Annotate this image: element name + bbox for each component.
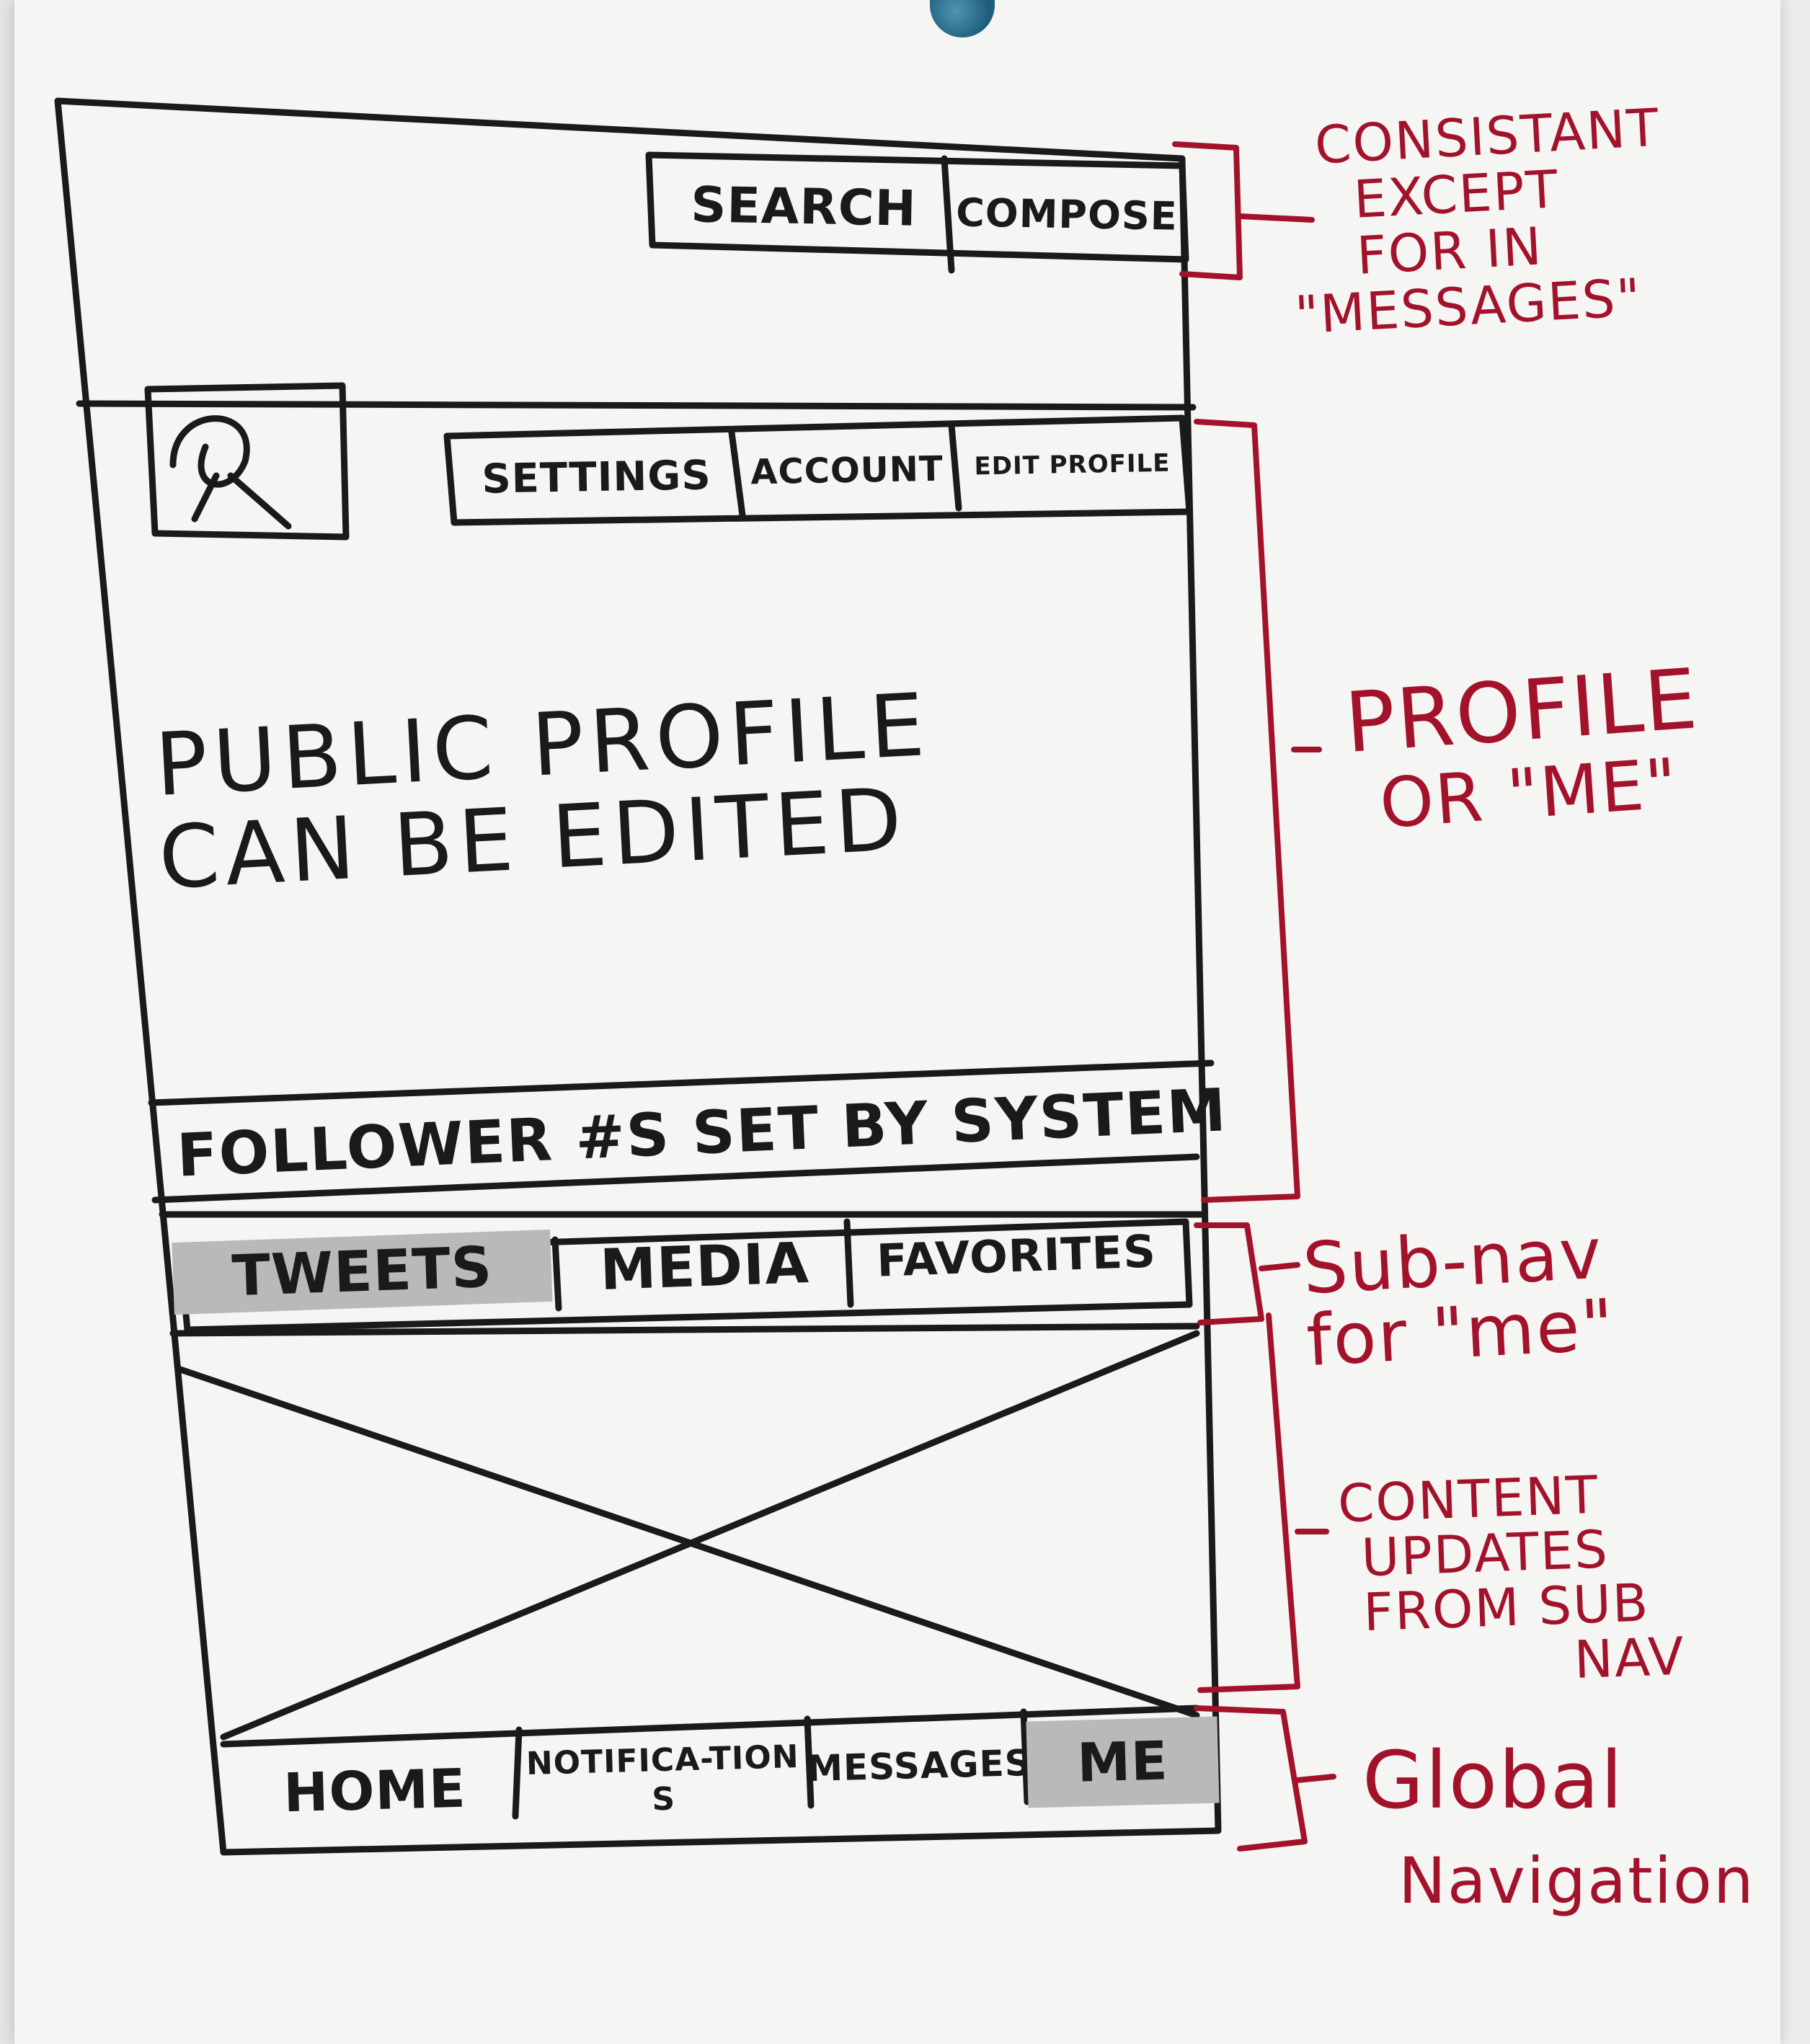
top-bar-box: [645, 151, 1189, 263]
search-button[interactable]: SEARCH: [690, 177, 918, 238]
avatar-frame: [144, 382, 350, 541]
avatar[interactable]: [155, 393, 339, 530]
annotation-sub-nav: Sub-nav for "me": [1300, 1212, 1618, 1383]
annotation-profile: PROFILE OR "ME": [1341, 651, 1702, 845]
sub-nav-tab-favorites[interactable]: FAVORITES: [875, 1225, 1158, 1287]
global-nav-me[interactable]: ME: [1026, 1716, 1220, 1808]
global-nav-messages[interactable]: MESSAGES: [806, 1741, 1032, 1790]
compose-button[interactable]: COMPOSE: [955, 190, 1179, 239]
annotation-global-nav: Global Navigation: [1362, 1734, 1755, 1918]
profile-buttons-box: [443, 414, 1193, 526]
annotation-top-bar: CONSISTANT EXCEPT FOR IN "MESSAGES": [1293, 97, 1662, 346]
phone-frame: [54, 97, 1222, 1856]
global-nav-notifications[interactable]: NOTIFICA-TIONS: [525, 1738, 800, 1818]
edit-profile-button[interactable]: EDIT PROFILE: [974, 448, 1171, 481]
account-button[interactable]: ACCOUNT: [750, 448, 944, 492]
sub-nav-tab-media[interactable]: MEDIA: [598, 1230, 810, 1303]
content-placeholder: [180, 1337, 1189, 1726]
annotation-content: CONTENT UPDATES FROM SUB NAV: [1336, 1464, 1687, 1691]
settings-button[interactable]: SETTINGS: [481, 452, 712, 503]
sub-nav-tab-tweets[interactable]: TWEETS: [172, 1229, 553, 1315]
annotation-brackets: [1172, 141, 1336, 1852]
global-nav-home[interactable]: HOME: [283, 1757, 467, 1825]
